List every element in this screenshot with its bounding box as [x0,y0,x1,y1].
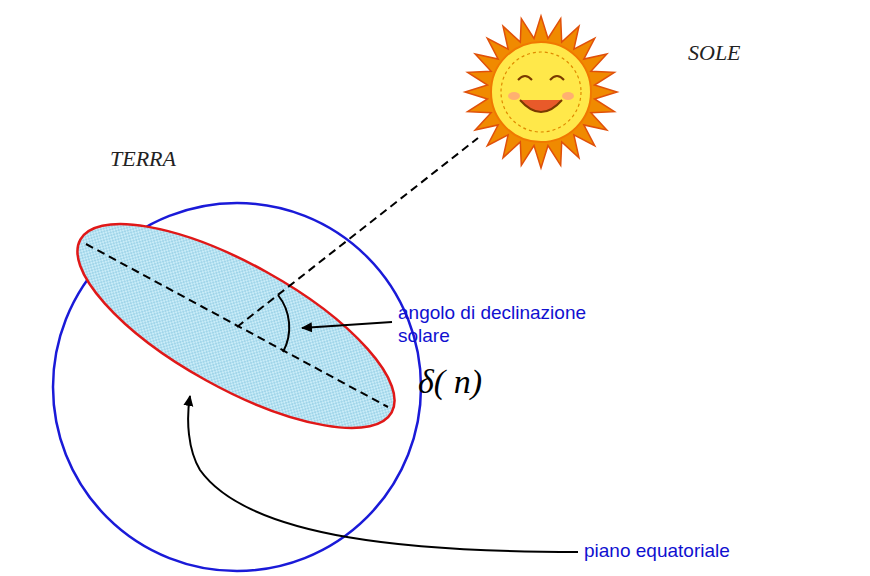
angle-label: angolo di declinazione solare [398,302,588,348]
sun-ray [237,138,478,327]
sun-icon [465,16,617,168]
equatorial-plane [50,185,421,466]
plane-label: piano equatoriale [584,540,730,563]
earth-label: TERRA [110,146,176,172]
leader-arrow [302,322,392,328]
delta-symbol: δ( n) [418,362,482,403]
curved-leader [188,396,578,552]
angle-arc [278,295,289,352]
sun-label: SOLE [688,40,741,66]
